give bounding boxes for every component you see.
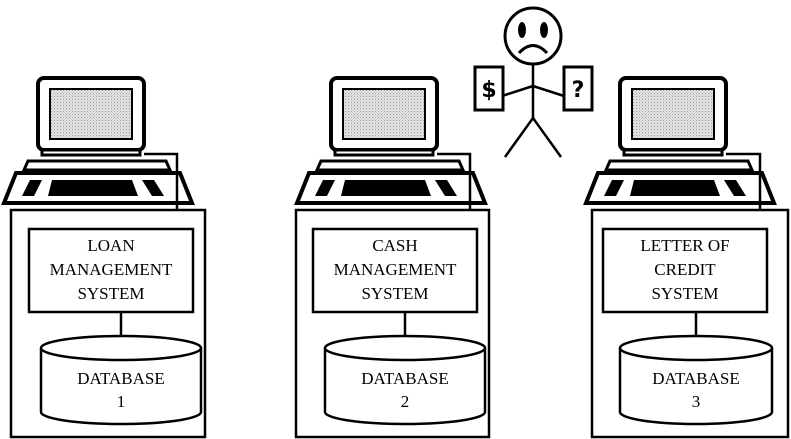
system-name-line: MANAGEMENT (50, 260, 173, 279)
system-cabinet (294, 208, 491, 439)
question-mark-card: ? (562, 65, 594, 112)
system-name-box (311, 227, 479, 314)
stick-leg-left (503, 117, 535, 158)
terminal-cable (726, 152, 762, 210)
database-cylinder-icon (39, 334, 203, 426)
database-label: DATABASE (77, 369, 164, 388)
stick-arm-right (532, 84, 565, 98)
system-unit-cash: CASH MANAGEMENT SYSTEM DATABASE 2 (294, 76, 491, 439)
stick-arm-left (501, 84, 534, 98)
terminal-cable (437, 152, 472, 210)
terminal-cable (144, 152, 179, 210)
system-name-line: LETTER OF (640, 236, 729, 255)
system-cabinet (9, 208, 207, 439)
computer-terminal-icon (583, 76, 777, 205)
database-label: DATABASE (361, 369, 448, 388)
system-name-line: LOAN (87, 236, 134, 255)
database-cylinder-icon (323, 334, 487, 426)
computer-terminal-icon (294, 76, 488, 205)
stick-leg-right (531, 117, 563, 158)
system-name-box (27, 227, 195, 314)
database-label: DATABASE (652, 369, 739, 388)
system-name-line: MANAGEMENT (334, 260, 457, 279)
database-number: 3 (692, 392, 701, 411)
database-number: 1 (117, 392, 126, 411)
question-mark: ? (572, 78, 585, 103)
system-name-line: CASH (372, 236, 417, 255)
system-name-line: SYSTEM (77, 284, 144, 303)
computer-terminal-icon (1, 76, 195, 205)
database-number: 2 (401, 392, 410, 411)
system-name-line: SYSTEM (651, 284, 718, 303)
system-name-line: CREDIT (654, 260, 716, 279)
system-unit-loan: LOAN MANAGEMENT SYSTEM DATABASE 1 (1, 76, 207, 439)
system-cabinet (590, 208, 790, 439)
system-name-line: SYSTEM (361, 284, 428, 303)
confused-person-figure: $ ? (473, 6, 594, 158)
dollar-sign-card: $ (473, 65, 505, 112)
dollar-sign: $ (481, 78, 496, 103)
sad-face-icon (503, 6, 563, 66)
system-name-box (601, 227, 769, 314)
database-cylinder-icon (618, 334, 774, 426)
system-unit-letter-of-credit: LETTER OF CREDIT SYSTEM DATABASE 3 (583, 76, 790, 439)
